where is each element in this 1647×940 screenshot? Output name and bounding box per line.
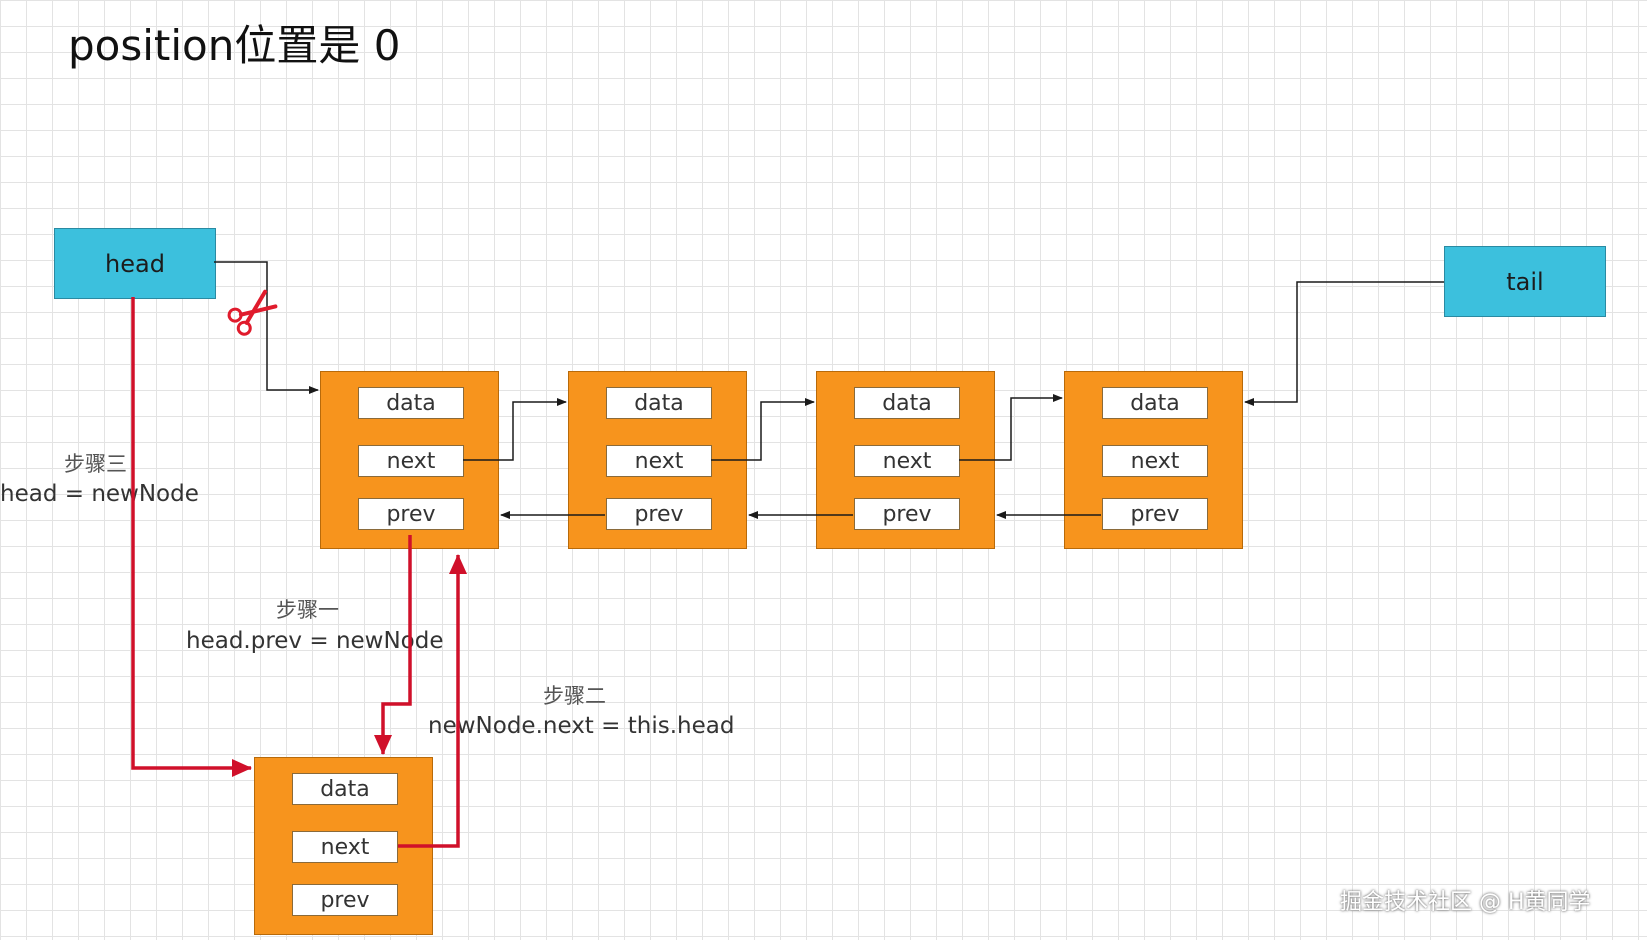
- node-prev-field: prev: [358, 498, 464, 530]
- scissors-icon: [227, 289, 278, 336]
- page-title: position位置是 0: [68, 21, 401, 70]
- step-two-arrow: [398, 554, 467, 848]
- list-node-3: data next prev: [816, 371, 995, 549]
- step-three-code: head = newNode: [0, 481, 199, 507]
- next-link-3-4: [959, 394, 1063, 461]
- node-data-field: data: [606, 387, 712, 419]
- step-one-arrow: [374, 535, 412, 755]
- node-data-field: data: [292, 773, 398, 805]
- node-next-field: next: [854, 445, 960, 477]
- node-prev-field: prev: [606, 498, 712, 530]
- step-one-title: 步骤一: [276, 598, 339, 622]
- tail-box: tail: [1444, 246, 1606, 317]
- node-prev-field: prev: [1102, 498, 1208, 530]
- node-prev-field: prev: [292, 884, 398, 916]
- next-link-1-2: [463, 398, 567, 461]
- tail-to-node-link: [1244, 281, 1444, 406]
- step-three-title: 步骤三: [64, 452, 127, 476]
- next-link-2-3: [711, 398, 815, 461]
- step-two-code: newNode.next = this.head: [428, 713, 735, 739]
- step-three-arrow: [131, 297, 252, 777]
- tail-label: tail: [1506, 267, 1544, 296]
- node-next-field: next: [292, 831, 398, 863]
- head-label: head: [105, 249, 165, 278]
- new-node: data next prev: [254, 757, 433, 935]
- watermark: 掘金技术社区 @ H黄同学: [1340, 890, 1591, 915]
- head-box: head: [54, 228, 216, 299]
- step-one-code: head.prev = newNode: [186, 628, 444, 654]
- node-next-field: next: [606, 445, 712, 477]
- step-two-title: 步骤二: [543, 684, 606, 708]
- list-node-4: data next prev: [1064, 371, 1243, 549]
- node-next-field: next: [358, 445, 464, 477]
- node-data-field: data: [854, 387, 960, 419]
- node-data-field: data: [1102, 387, 1208, 419]
- head-to-node-link: [214, 261, 319, 394]
- node-data-field: data: [358, 387, 464, 419]
- node-prev-field: prev: [854, 498, 960, 530]
- node-next-field: next: [1102, 445, 1208, 477]
